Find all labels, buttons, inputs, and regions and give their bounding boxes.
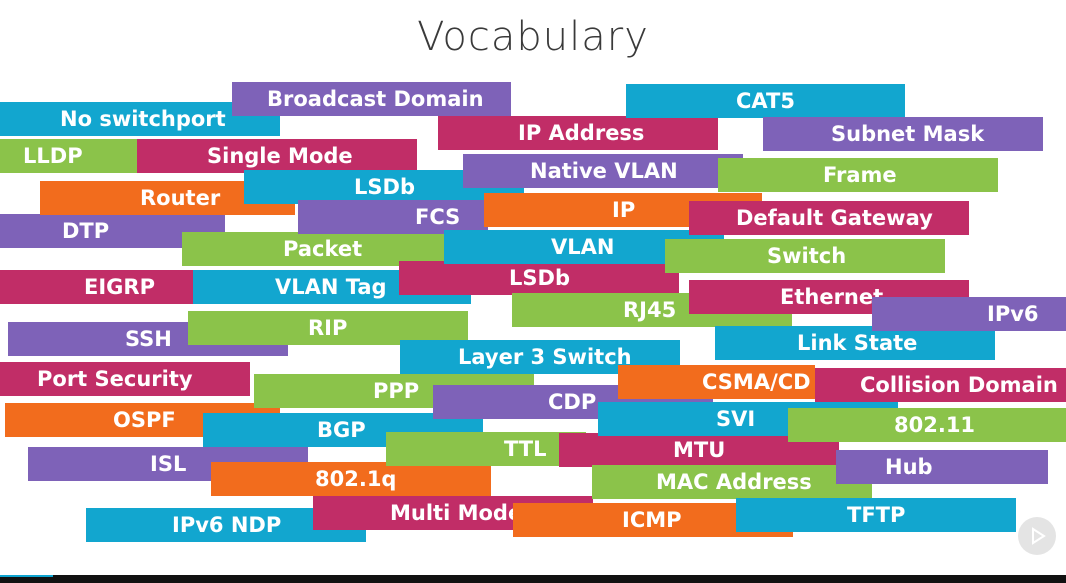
term-subnet-mask: Subnet Mask xyxy=(763,117,1043,151)
term-label: Single Mode xyxy=(207,144,353,168)
play-button[interactable] xyxy=(1018,517,1056,555)
term-packet: Packet xyxy=(182,232,492,266)
term-label: CDP xyxy=(548,390,597,414)
term-label: Layer 3 Switch xyxy=(458,345,632,369)
term-cat5: CAT5 xyxy=(626,84,905,118)
play-icon xyxy=(1032,527,1046,545)
term-ipv6: IPv6 xyxy=(872,297,1066,331)
term-label: TTL xyxy=(504,437,547,461)
slide-title: Vocabulary xyxy=(417,14,649,60)
term-label: ICMP xyxy=(622,508,682,532)
term-single-mode: Single Mode xyxy=(137,139,417,173)
term-label: SSH xyxy=(125,327,172,351)
term-label: VLAN xyxy=(551,235,615,259)
term-label: Packet xyxy=(283,237,363,261)
term-label: MAC Address xyxy=(656,470,812,494)
term-label: LSDb xyxy=(509,266,570,290)
term-label: CAT5 xyxy=(736,89,795,113)
term-label: BGP xyxy=(317,418,366,442)
term-label: IP xyxy=(612,198,636,222)
term-label: Native VLAN xyxy=(530,159,678,183)
term-label: TFTP xyxy=(847,503,906,527)
term-default-gateway: Default Gateway xyxy=(689,201,969,235)
term-label: RJ45 xyxy=(623,298,677,322)
term-frame: Frame xyxy=(718,158,998,192)
term-csma-cd: CSMA/CD xyxy=(618,365,815,399)
term-label: Link State xyxy=(797,331,918,355)
term-label: No switchport xyxy=(60,107,226,131)
term-label: Subnet Mask xyxy=(831,122,985,146)
term-label: 802.11 xyxy=(894,413,976,437)
term-native-vlan: Native VLAN xyxy=(463,154,743,188)
term-collision-domain: Collision Domain xyxy=(815,368,1066,402)
progress-bar xyxy=(0,575,54,577)
term-dtp: DTP xyxy=(0,214,225,248)
term-hub: Hub xyxy=(836,450,1048,484)
term-eigrp: EIGRP xyxy=(0,270,195,304)
player-bar[interactable] xyxy=(0,575,1066,583)
term-label: IPv6 xyxy=(987,302,1039,326)
term-fcs: FCS xyxy=(298,200,488,234)
term-label: Frame xyxy=(823,163,897,187)
term-label: EIGRP xyxy=(84,275,155,299)
term-label: SVI xyxy=(716,407,756,431)
term-label: DTP xyxy=(62,219,110,243)
term-802-1q: 802.1q xyxy=(211,462,491,496)
term-mac-address: MAC Address xyxy=(592,465,872,499)
term-label: Ethernet xyxy=(780,285,884,309)
term-ttl: TTL xyxy=(386,432,586,466)
term-label: OSPF xyxy=(113,408,176,432)
term-svi: SVI xyxy=(598,402,898,436)
term-label: Switch xyxy=(767,244,847,268)
term-link-state: Link State xyxy=(715,326,995,360)
term-lldp: LLDP xyxy=(0,139,140,173)
term-label: 802.1q xyxy=(315,467,397,491)
term-label: Default Gateway xyxy=(736,206,933,230)
term-label: PPP xyxy=(373,379,420,403)
term-label: Hub xyxy=(885,455,933,479)
term-broadcast-domain: Broadcast Domain xyxy=(232,82,511,116)
term-lsdb: LSDb xyxy=(399,261,679,295)
term-ip-address: IP Address xyxy=(438,116,718,150)
term-label: Collision Domain xyxy=(860,373,1058,397)
term-802-11: 802.11 xyxy=(788,408,1066,442)
term-label: ISL xyxy=(150,452,187,476)
term-label: VLAN Tag xyxy=(275,275,387,299)
term-label: IPv6 NDP xyxy=(172,513,282,537)
term-label: Broadcast Domain xyxy=(267,87,484,111)
term-tftp: TFTP xyxy=(736,498,1016,532)
term-label: MTU xyxy=(673,438,726,462)
term-label: CSMA/CD xyxy=(702,370,811,394)
term-label: Router xyxy=(140,186,221,210)
term-label: FCS xyxy=(415,205,461,229)
term-label: LSDb xyxy=(354,175,415,199)
term-label: Port Security xyxy=(37,367,193,391)
term-label: Multi Mode xyxy=(390,501,523,525)
term-port-security: Port Security xyxy=(0,362,250,396)
term-switch: Switch xyxy=(665,239,945,273)
term-label: IP Address xyxy=(518,121,645,145)
term-label: RIP xyxy=(308,316,348,340)
term-label: LLDP xyxy=(23,144,83,168)
term-rip: RIP xyxy=(188,311,468,345)
